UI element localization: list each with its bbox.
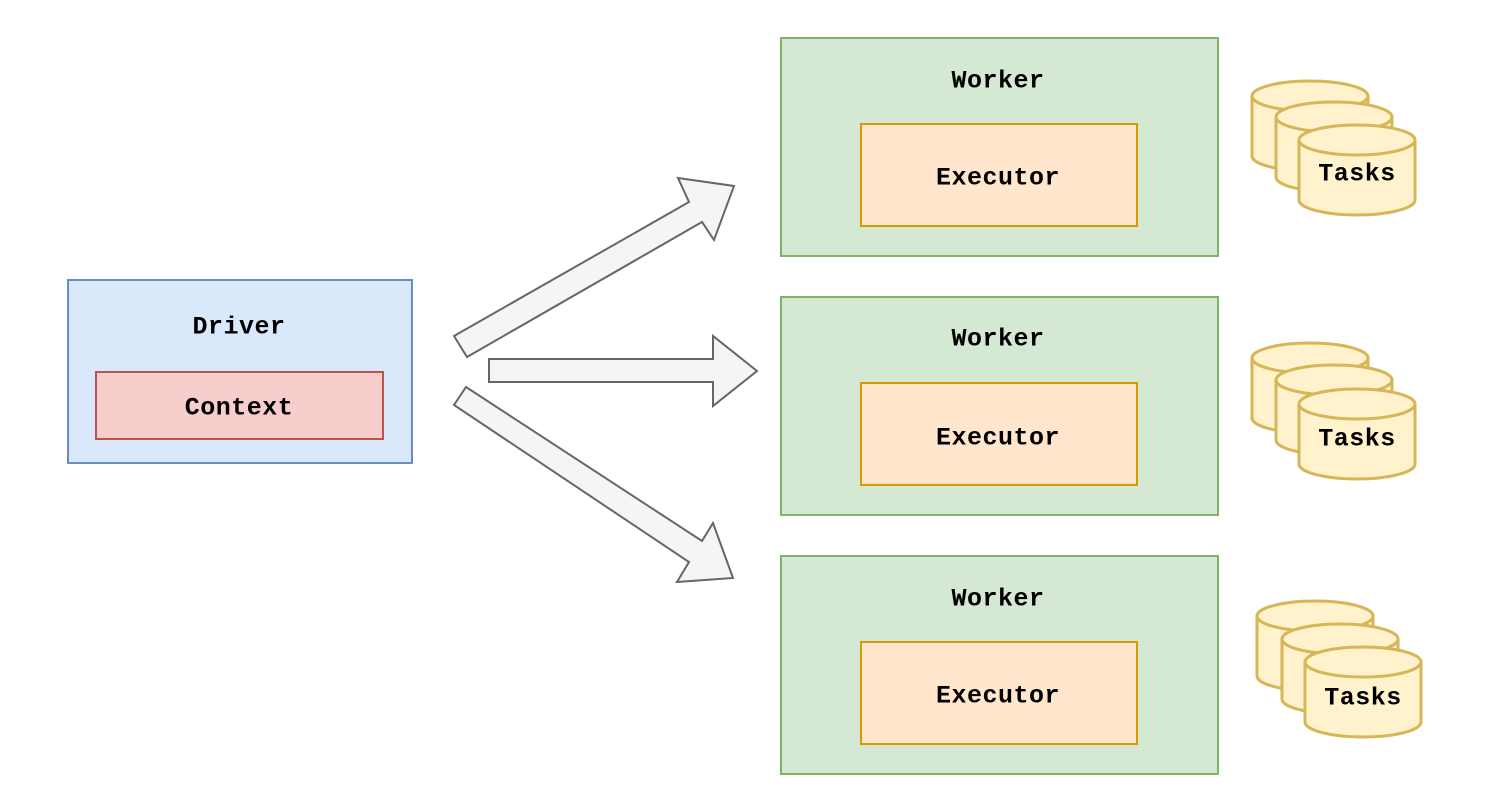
tasks-stack-1 bbox=[1250, 79, 1417, 217]
arrow-to-worker-1 bbox=[452, 176, 736, 359]
driver-label: Driver bbox=[192, 312, 286, 342]
worker-label-2: Worker bbox=[951, 324, 1045, 354]
executor-label-2: Executor bbox=[935, 423, 1061, 453]
executor-label-3: Executor bbox=[935, 681, 1061, 711]
worker-label-3: Worker bbox=[951, 584, 1045, 614]
worker-label-1: Worker bbox=[951, 66, 1045, 96]
arrow-to-worker-3 bbox=[452, 385, 735, 584]
tasks-stack-2 bbox=[1250, 341, 1417, 481]
tasks-label-2: Tasks bbox=[1318, 424, 1396, 454]
executor-label-1: Executor bbox=[935, 163, 1061, 193]
context-label: Context bbox=[184, 393, 294, 423]
arrow-to-worker-2 bbox=[488, 333, 759, 409]
tasks-label-3: Tasks bbox=[1324, 683, 1402, 713]
executor-node-1 bbox=[860, 123, 1138, 227]
context-node bbox=[95, 371, 384, 440]
tasks-stack-3 bbox=[1255, 599, 1423, 739]
executor-node-3 bbox=[860, 641, 1138, 745]
executor-node-2 bbox=[860, 382, 1138, 486]
tasks-label-1: Tasks bbox=[1318, 159, 1396, 189]
